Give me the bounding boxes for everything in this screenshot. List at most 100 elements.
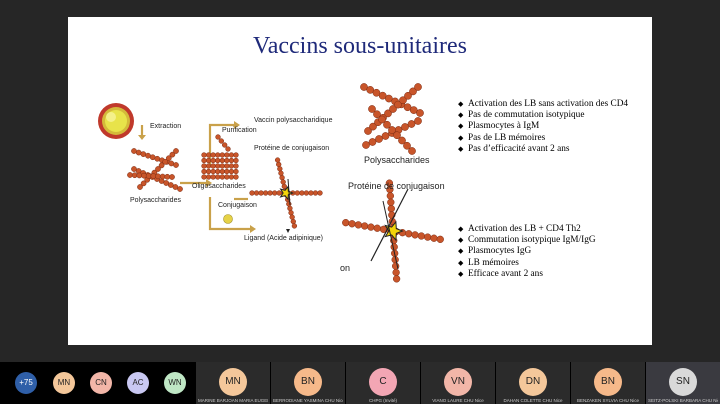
participant-tile[interactable]: MN MARINE BARJOAN MARIA EUGENI... (196, 362, 270, 404)
bullet-item: ◆Activation des LB + CD4 Th2 (458, 224, 581, 234)
chain-bead (210, 152, 216, 158)
chain-bead (173, 148, 179, 154)
chain-bead (215, 134, 221, 140)
chain-bead (294, 190, 300, 196)
chain-bead (224, 168, 230, 175)
chain-bead (228, 157, 235, 164)
chain-bead (378, 91, 387, 100)
more-participants-button[interactable]: +75 (15, 372, 37, 394)
chain-bead (131, 148, 137, 154)
chain-bead (411, 231, 419, 239)
bullet-item: ◆Commutation isotypique IgM/IgG (458, 235, 596, 246)
participant-avatar[interactable]: AC (127, 372, 149, 394)
chain-bead (399, 96, 407, 105)
proteine-conjugaison-small-label: Protéine de conjugaison (254, 145, 330, 152)
participant-tile[interactable]: VN VIANO LAURE CHU Nice (421, 362, 495, 404)
chain-bead (408, 147, 416, 155)
chain-bead (215, 168, 221, 175)
chain-bead (289, 214, 295, 220)
conjugation-point-icon (279, 185, 295, 201)
chain-bead (253, 190, 260, 196)
chain-bead (430, 234, 438, 242)
chain-bead (141, 172, 147, 179)
chain-bead (312, 190, 319, 196)
participant-tile[interactable]: BN BENZAKEN SYLVIA CHU Nice (571, 362, 645, 404)
chain-bead (272, 190, 278, 196)
presentation-slide: Vaccins sous-unitaires (68, 17, 652, 345)
chain-bead (131, 172, 138, 179)
diamond-bullet-icon: ◆ (458, 111, 464, 120)
chain-bead (215, 174, 221, 180)
participant-tile[interactable]: DN DAHAN COLETTE CHU Nice (496, 362, 570, 404)
chain-bead (210, 157, 216, 164)
bullet-item: ◆Pas d’efficacité avant 2 ans (458, 143, 570, 154)
chain-bead (436, 235, 444, 243)
chain-bead (228, 168, 235, 175)
conjugate-molecules (249, 157, 444, 283)
chain-bead (348, 220, 356, 228)
polysaccharide-chains (127, 83, 424, 192)
purification-label: Purification (222, 127, 257, 134)
chain-bead (389, 105, 397, 113)
chain-bead (162, 158, 169, 165)
chain-bead (375, 135, 383, 143)
chain-bead (233, 152, 239, 158)
bullet-item: ◆Pas de commutation isotypique (458, 110, 585, 121)
arrow-heads (138, 121, 256, 233)
participant-avatar[interactable]: MN (53, 372, 75, 394)
participant-tile[interactable]: C CHPG (Invité) (346, 362, 420, 404)
chain-bead (168, 160, 175, 167)
chain-bead (135, 149, 142, 156)
chain-bead (424, 233, 432, 241)
chain-bead (262, 190, 269, 196)
bullet-item: ◆Pas de LB mémoires (458, 132, 546, 143)
chain-bead (387, 198, 395, 206)
diamond-bullet-icon: ◆ (458, 269, 464, 278)
chain-bead (373, 110, 381, 119)
polysaccharides-large-label: Polysaccharides (364, 155, 430, 165)
bullet-item: ◆LB mémoires (458, 257, 519, 268)
participant-tile-avatar: DN (519, 368, 547, 396)
chain-bead (158, 162, 165, 169)
chain-bead (278, 170, 284, 176)
chain-bead (145, 152, 151, 159)
chain-bead (388, 126, 396, 134)
chain-bead (286, 201, 292, 207)
chain-bead (414, 83, 422, 91)
participant-tile[interactable]: BN BERRODIANE YASMINA CHU Nice (271, 362, 345, 404)
chain-bead (215, 157, 221, 164)
chain-bead (364, 127, 372, 135)
bullets-conjugate-vaccine: ◆Activation des LB + CD4 Th2 ◆Commutatio… (458, 224, 596, 280)
participant-avatar[interactable]: WN (164, 372, 186, 394)
chain-bead (308, 190, 314, 196)
participant-name: SEITZ-POLSKI BARBARA CHU Nice (648, 398, 718, 403)
chain-bead (368, 138, 377, 146)
chain-bead (140, 180, 147, 187)
chain-bead (218, 138, 224, 144)
chain-bead (387, 205, 395, 213)
chain-bead (280, 179, 286, 185)
chain-bead (398, 136, 406, 145)
chain-bead (392, 275, 401, 283)
chain-bead (233, 168, 239, 175)
chain-bead (210, 163, 216, 169)
chain-bead (127, 172, 133, 178)
chain-bead (390, 243, 398, 251)
chain-bead (258, 190, 264, 196)
diamond-bullet-icon: ◆ (458, 133, 464, 142)
participant-avatar[interactable]: CN (90, 372, 112, 394)
chain-bead (378, 115, 386, 124)
diamond-bullet-icon: ◆ (458, 225, 464, 233)
conjugation-diagram (98, 83, 444, 283)
participant-tile[interactable]: SN SEITZ-POLSKI BARBARA CHU Nice (646, 362, 720, 404)
participant-tile-avatar: BN (594, 368, 622, 396)
chain-bead (414, 117, 422, 125)
participant-name: VIANO LAURE CHU Nice (432, 398, 484, 403)
chain-bead (267, 190, 273, 196)
chain-bead (407, 120, 416, 128)
chain-bead (224, 152, 230, 158)
bullet-item: ◆Activation des LB sans activation des C… (458, 99, 629, 109)
chain-bead (303, 190, 310, 196)
chain-bead (409, 87, 417, 96)
chain-bead (201, 163, 207, 169)
